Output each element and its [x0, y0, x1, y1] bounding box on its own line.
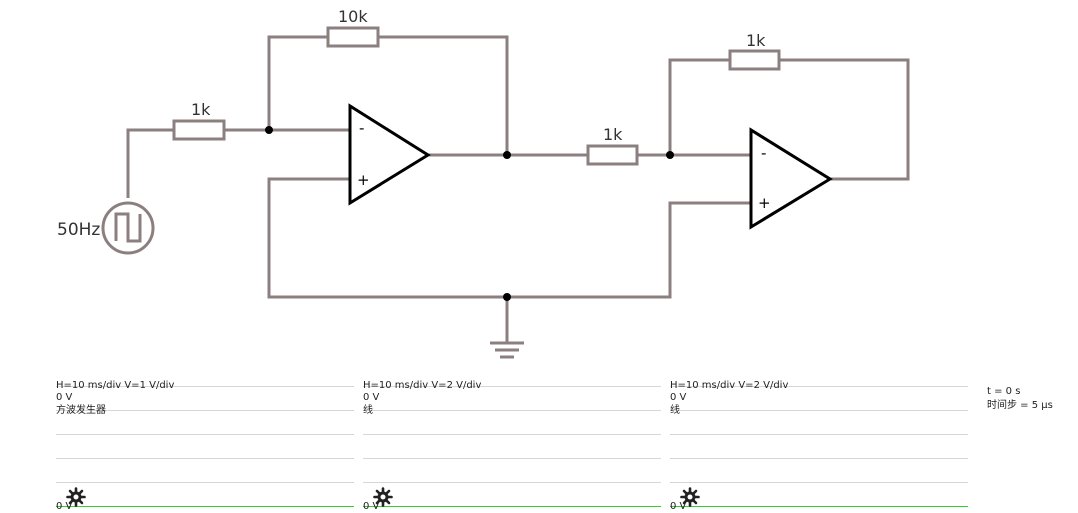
scope-panel-2[interactable]: H=10 ms/div V=2 V/div 0 V 线 0 V: [363, 377, 661, 512]
scope-gridline: [56, 434, 354, 435]
scope-gridline: [670, 482, 968, 483]
scope-trace: [670, 506, 968, 507]
ground-symbol[interactable]: [490, 341, 524, 359]
resistor-feedback2-label: 1k: [746, 31, 766, 50]
scope-zero-label: 0 V: [670, 501, 687, 512]
resistor-r2[interactable]: [586, 144, 639, 166]
gear-icon[interactable]: [373, 487, 393, 507]
scope-gridline: [363, 434, 661, 435]
square-wave-source[interactable]: [101, 201, 155, 255]
simulation-status: t = 0 s 时间步 = 5 μs: [987, 385, 1053, 413]
scope-trace: [56, 506, 354, 507]
scope-gridline: [56, 482, 354, 483]
resistor-feedback1-label: 10k: [338, 7, 368, 26]
junction-dot: [265, 126, 273, 134]
op-amp-2[interactable]: [749, 127, 833, 230]
scope-gridline: [56, 386, 354, 387]
junction-dot: [503, 293, 511, 301]
scope-settings: H=10 ms/div V=1 V/div: [56, 380, 175, 391]
scope-gridline: [363, 482, 661, 483]
scope-gridline: [56, 458, 354, 459]
scope-gridline: [670, 386, 968, 387]
scope-value: 0 V: [363, 392, 380, 403]
scope-settings: H=10 ms/div V=2 V/div: [670, 380, 789, 391]
scope-zero-label: 0 V: [56, 501, 73, 512]
scope-value: 0 V: [56, 392, 73, 403]
op-amp-2-minus: -: [761, 144, 766, 162]
sim-timestep: 时间步 = 5 μs: [987, 400, 1053, 411]
scope-gridline: [363, 410, 661, 411]
scope-name: 线: [363, 405, 373, 416]
scope-name: 线: [670, 405, 680, 416]
scope-gridline: [56, 410, 354, 411]
resistor-feedback1[interactable]: [326, 26, 380, 48]
gear-icon[interactable]: [680, 487, 700, 507]
resistor-r1[interactable]: [172, 119, 226, 141]
gear-icon[interactable]: [66, 487, 86, 507]
scope-gridline: [363, 458, 661, 459]
scope-gridline: [670, 410, 968, 411]
scope-value: 0 V: [670, 392, 687, 403]
circuit-canvas[interactable]: 50Hz 1k 10k 1k 1k - + - +: [0, 0, 1078, 370]
square-wave-icon: [114, 212, 142, 243]
scope-gridline: [670, 434, 968, 435]
scope-panel-1[interactable]: H=10 ms/div V=1 V/div 0 V 方波发生器 0 V: [56, 377, 354, 512]
scope-trace: [363, 506, 661, 507]
op-amp-1-plus: +: [357, 171, 370, 189]
resistor-r2-label: 1k: [603, 125, 623, 144]
source-frequency-label: 50Hz: [57, 220, 100, 240]
op-amp-1-minus: -: [359, 119, 364, 137]
resistor-r1-label: 1k: [191, 100, 211, 119]
scope-zero-label: 0 V: [363, 501, 380, 512]
op-amp-1[interactable]: [348, 103, 431, 206]
junction-dot: [503, 151, 511, 159]
scope-settings: H=10 ms/div V=2 V/div: [363, 380, 482, 391]
scope-name: 方波发生器: [56, 405, 106, 416]
scope-panel-3[interactable]: H=10 ms/div V=2 V/div 0 V 线 0 V: [670, 377, 968, 512]
scope-gridline: [363, 386, 661, 387]
resistor-feedback2[interactable]: [728, 49, 781, 71]
junction-dot: [666, 151, 674, 159]
op-amp-2-plus: +: [758, 194, 771, 212]
sim-time: t = 0 s: [987, 386, 1021, 397]
scope-gridline: [670, 458, 968, 459]
